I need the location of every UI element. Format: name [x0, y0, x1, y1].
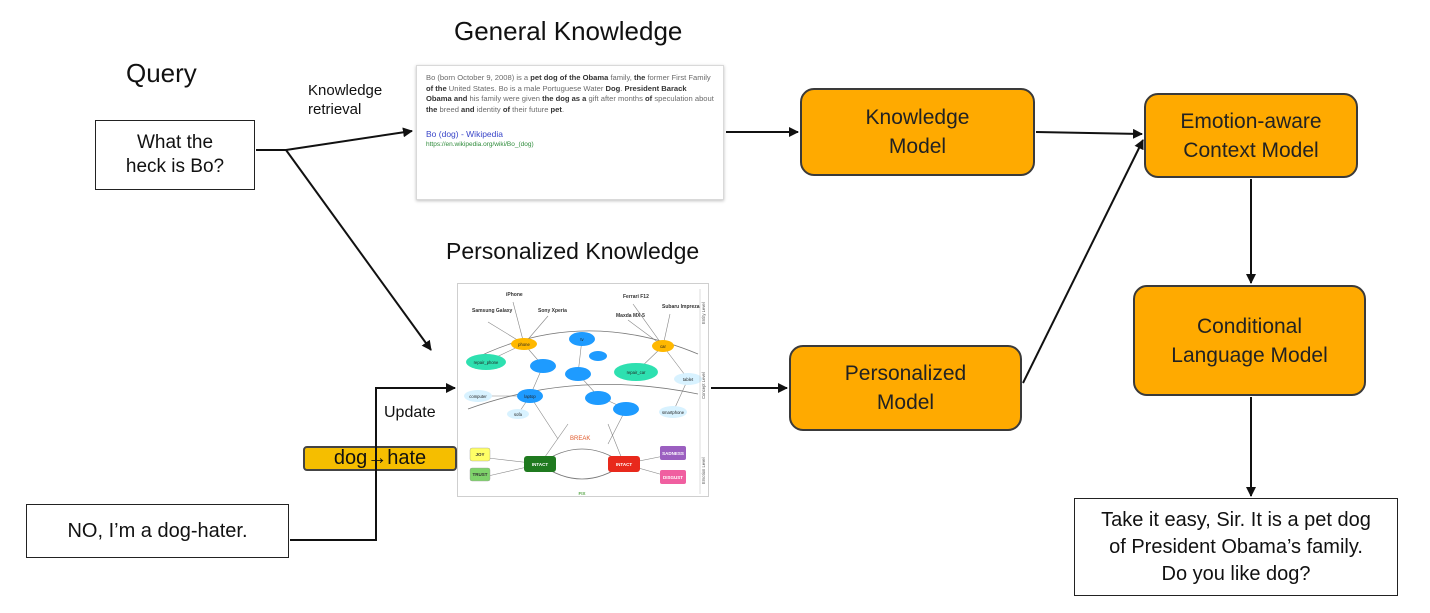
- response-line2: of President Obama’s family.: [1109, 535, 1363, 558]
- graph-node-subaru: Subaru Impreza: [662, 304, 700, 310]
- graph-node-car: car: [660, 344, 666, 349]
- query-line2: heck is Bo?: [125, 156, 225, 177]
- graph-node-tablet: tablet: [683, 377, 694, 382]
- graph-node-laptop: laptop: [524, 394, 536, 399]
- graph-node-samsung: Samsung Galaxy: [472, 308, 513, 314]
- wikipedia-snippet-card: Bo (born October 9, 2008) is a pet dog o…: [416, 65, 724, 200]
- graph-node-repair-car: repair_car: [627, 370, 646, 375]
- conditional-model-line2: Language Model: [1171, 343, 1328, 367]
- knowledge-retrieval-line2: retrieval: [308, 101, 362, 118]
- graph-joy: JOY: [475, 452, 484, 457]
- knowledge-graph-drawing: iPhone Samsung Galaxy Sony Xperia Ferrar…: [464, 289, 706, 496]
- knowledge-model-line1: Knowledge: [865, 106, 970, 129]
- emotion-model-line2: Context Model: [1183, 138, 1319, 162]
- graph-node-smartphone: smartphone: [662, 410, 685, 415]
- graph-fix: FIX: [578, 491, 585, 496]
- update-path: [290, 383, 456, 541]
- response-box: Take it easy, Sir. It is a pet dog of Pr…: [1074, 498, 1398, 596]
- query-line1: What the: [136, 132, 214, 153]
- graph-node-tv: tv: [580, 337, 584, 342]
- arrow-knowledge-to-emotion: [1035, 128, 1143, 139]
- graph-node-computer: computer: [469, 394, 487, 399]
- arrow-query-to-personalized: [285, 149, 432, 351]
- personalized-model-line2: Model: [876, 391, 935, 414]
- knowledge-model-box: Knowledge Model: [800, 88, 1035, 176]
- knowledge-model-line2: Model: [888, 135, 947, 158]
- conditional-language-model-box: Conditional Language Model: [1133, 285, 1366, 396]
- response-line1: Take it easy, Sir. It is a pet dog: [1101, 508, 1371, 531]
- knowledge-retrieval-label: Knowledge retrieval: [308, 81, 382, 119]
- graph-side-entity: Entity Level: [701, 302, 706, 324]
- graph-node-mazda: Maxda MX-5: [616, 313, 645, 319]
- graph-node-sofa: sofa: [514, 412, 523, 417]
- response-line3: Do you like dog?: [1161, 562, 1311, 585]
- arrow-query-to-general: [285, 127, 413, 151]
- conditional-model-line1: Conditional: [1196, 314, 1303, 338]
- personalized-knowledge-title: Personalized Knowledge: [446, 238, 700, 264]
- graph-side-emotion: Emotion Level: [701, 457, 706, 484]
- query-box: What the heck is Bo?: [95, 120, 255, 190]
- personalized-model-box: Personalized Model: [789, 345, 1022, 431]
- graph-intact-right: INTACT: [616, 462, 632, 467]
- graph-break-label: BREAK: [570, 436, 590, 442]
- graph-node-phone: phone: [518, 342, 530, 347]
- emotion-aware-context-model-box: Emotion-aware Context Model: [1144, 93, 1358, 178]
- graph-intact-left: INTACT: [532, 462, 548, 467]
- emotion-model-line1: Emotion-aware: [1180, 109, 1322, 133]
- update-tag: dog→hate: [303, 446, 457, 471]
- graph-trust: TRUST: [473, 472, 488, 477]
- graph-node-ferrari: Ferrari F12: [623, 294, 649, 300]
- graph-node-sony: Sony Xperia: [538, 308, 567, 314]
- graph-node-iphone: iPhone: [506, 292, 523, 298]
- graph-disgust: DISGUST: [663, 475, 683, 480]
- graph-node-repair-phone: repair_phone: [474, 360, 499, 365]
- wiki-url: https://en.wikipedia.org/wiki/Bo_(dog): [426, 140, 534, 148]
- personalized-model-line1: Personalized: [844, 362, 967, 385]
- graph-sadness: SADNESS: [662, 451, 684, 456]
- knowledge-retrieval-line1: Knowledge: [308, 82, 383, 99]
- general-knowledge-title: General Knowledge: [454, 16, 683, 46]
- arrow-personalized-to-emotion: [1022, 139, 1144, 384]
- wiki-snippet-text: Bo (born October 9, 2008) is a pet dog o…: [426, 73, 714, 114]
- wiki-link[interactable]: Bo (dog) - Wikipedia: [426, 129, 504, 140]
- graph-side-concept: Concept Level: [701, 372, 706, 399]
- update-label: Update: [384, 404, 436, 421]
- user-reply-box: NO, I’m a dog-hater.: [26, 504, 289, 558]
- query-label: Query: [126, 58, 197, 88]
- personalized-knowledge-graph: iPhone Samsung Galaxy Sony Xperia Ferrar…: [457, 283, 709, 497]
